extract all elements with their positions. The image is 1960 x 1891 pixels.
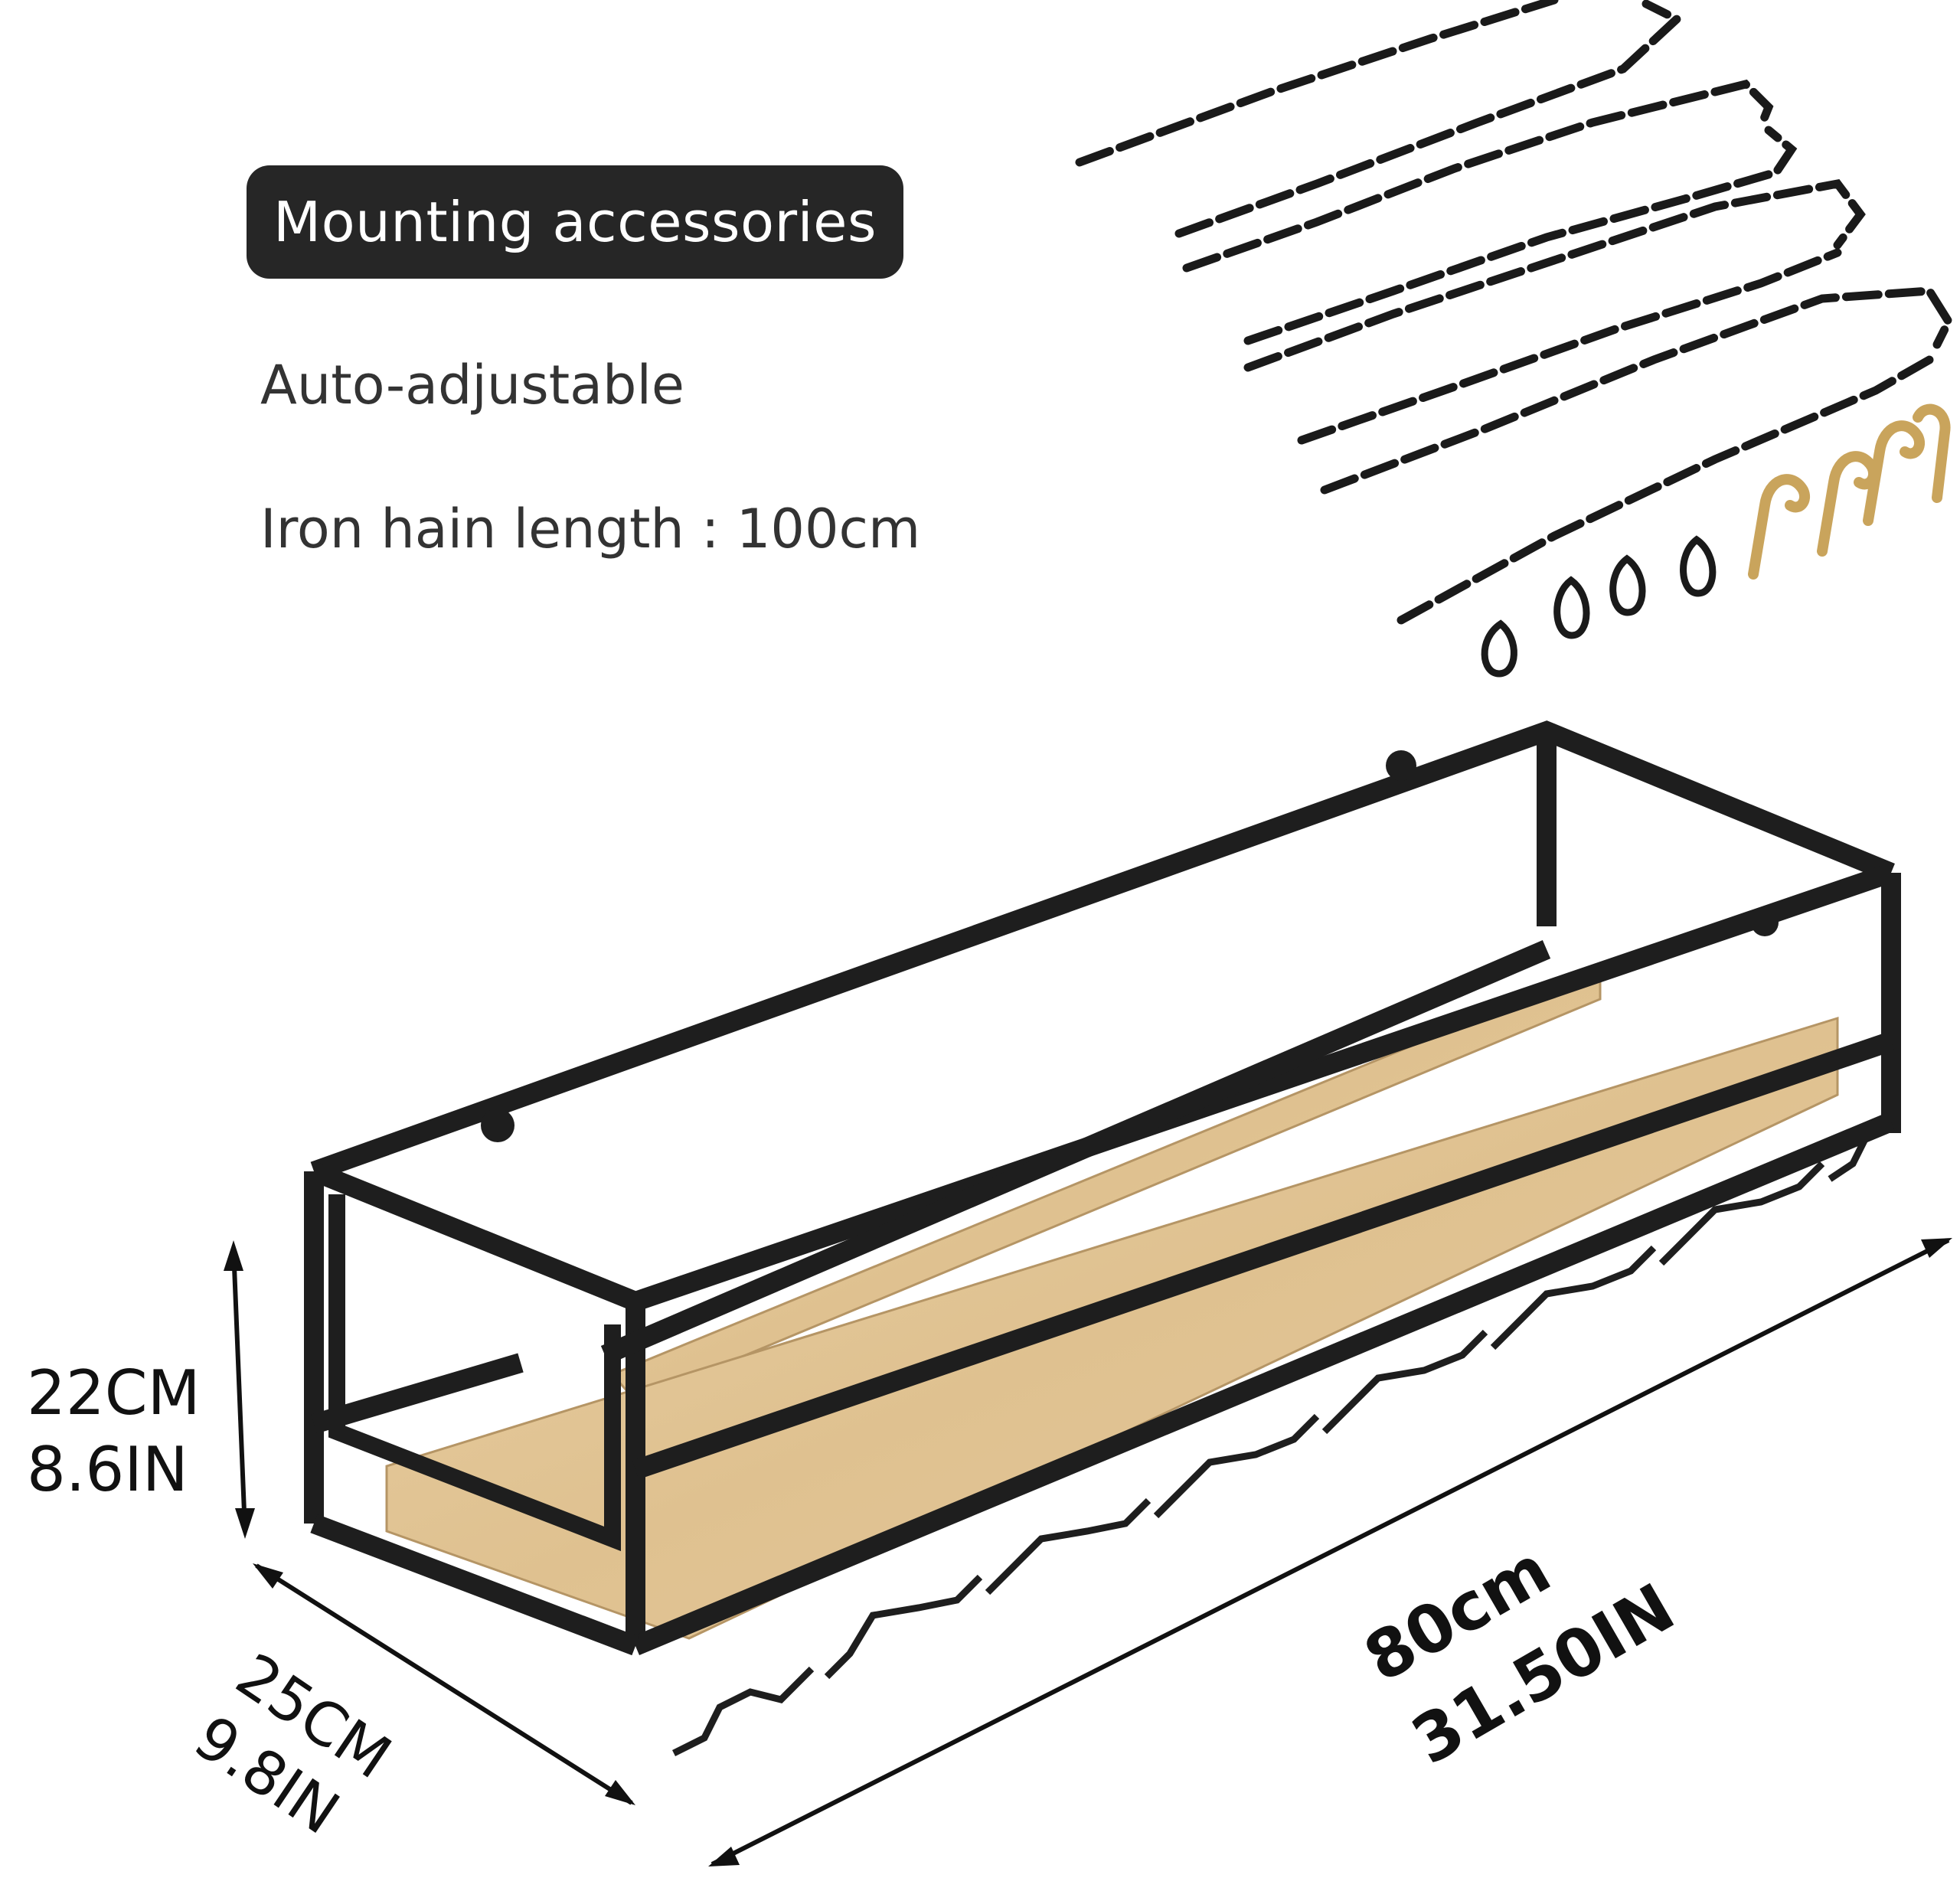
chain-2 [1182, 79, 1774, 273]
carabiner-3 [1609, 554, 1646, 616]
carabiner-4 [1680, 535, 1717, 597]
chain-4 [1320, 286, 1954, 495]
feature-auto-adjustable: Auto-adjustable [260, 354, 684, 416]
glass-hanger-2 [824, 1574, 983, 1680]
mount-tabs [481, 750, 1779, 1142]
glass-hanger-1 [671, 1666, 815, 1757]
carabiner-1 [1481, 619, 1517, 678]
glass-hanger-7 [1658, 1161, 1825, 1266]
chain-1-lower [1174, 0, 1684, 238]
glass-hanger-6 [1490, 1245, 1657, 1350]
mount-tab-right [1751, 909, 1779, 936]
expansion-hook-2 [1817, 451, 1879, 557]
length-arrow-start [708, 1847, 740, 1867]
length-arrow-end [1921, 1238, 1952, 1258]
height-arrow-top [224, 1240, 243, 1271]
carabiners [1481, 535, 1717, 678]
bottom-left-frame [311, 1353, 524, 1434]
chain-2-lower [1243, 126, 1798, 345]
glass-hanger-8 [1828, 1131, 1872, 1182]
height-cm-label: 22CM [27, 1357, 201, 1429]
bottom-front-rail [631, 1112, 1896, 1655]
chain-3-lower [1297, 248, 1842, 445]
expansion-hook-3 [1863, 420, 1925, 526]
wine-rack [304, 720, 1901, 1757]
chains [1075, 0, 1954, 625]
height-dimension: 22CM 8.6IN [27, 1355, 201, 1508]
carabiner-2 [1553, 576, 1590, 639]
mounting-accessories-badge: Mounting accessories [247, 165, 903, 279]
glass-hangers [671, 1131, 1872, 1757]
glass-hanger-4 [1153, 1413, 1320, 1519]
mount-tab-top [1386, 750, 1416, 781]
feature-chain-length: Iron hain length : 100cm [260, 498, 921, 560]
left-side-inner [328, 1194, 621, 1552]
depth-arrow-start [253, 1563, 283, 1589]
back-lower-rail [600, 940, 1551, 1364]
expansion-hooks [1748, 403, 1951, 580]
expansion-hook-1 [1748, 474, 1810, 580]
bottom-side-rail [310, 1514, 639, 1656]
height-in-label: 8.6IN [27, 1434, 188, 1505]
chain-4-lower [1396, 355, 1934, 625]
length-arrow [710, 1238, 1950, 1867]
height-arrow-bottom [235, 1508, 255, 1539]
glass-hanger-5 [1321, 1329, 1488, 1435]
mount-tab-left [481, 1109, 514, 1142]
chain-3 [1243, 178, 1866, 372]
chain-1 [1075, 0, 1559, 167]
expansion-hook-4 [1913, 403, 1951, 503]
height-arrow [231, 1247, 247, 1532]
mid-rail [632, 1031, 1895, 1480]
dimension-arrows [224, 1238, 1952, 1867]
depth-arrow-end [605, 1780, 635, 1805]
depth-arrow [255, 1563, 633, 1805]
glass-hanger-3 [985, 1497, 1152, 1595]
